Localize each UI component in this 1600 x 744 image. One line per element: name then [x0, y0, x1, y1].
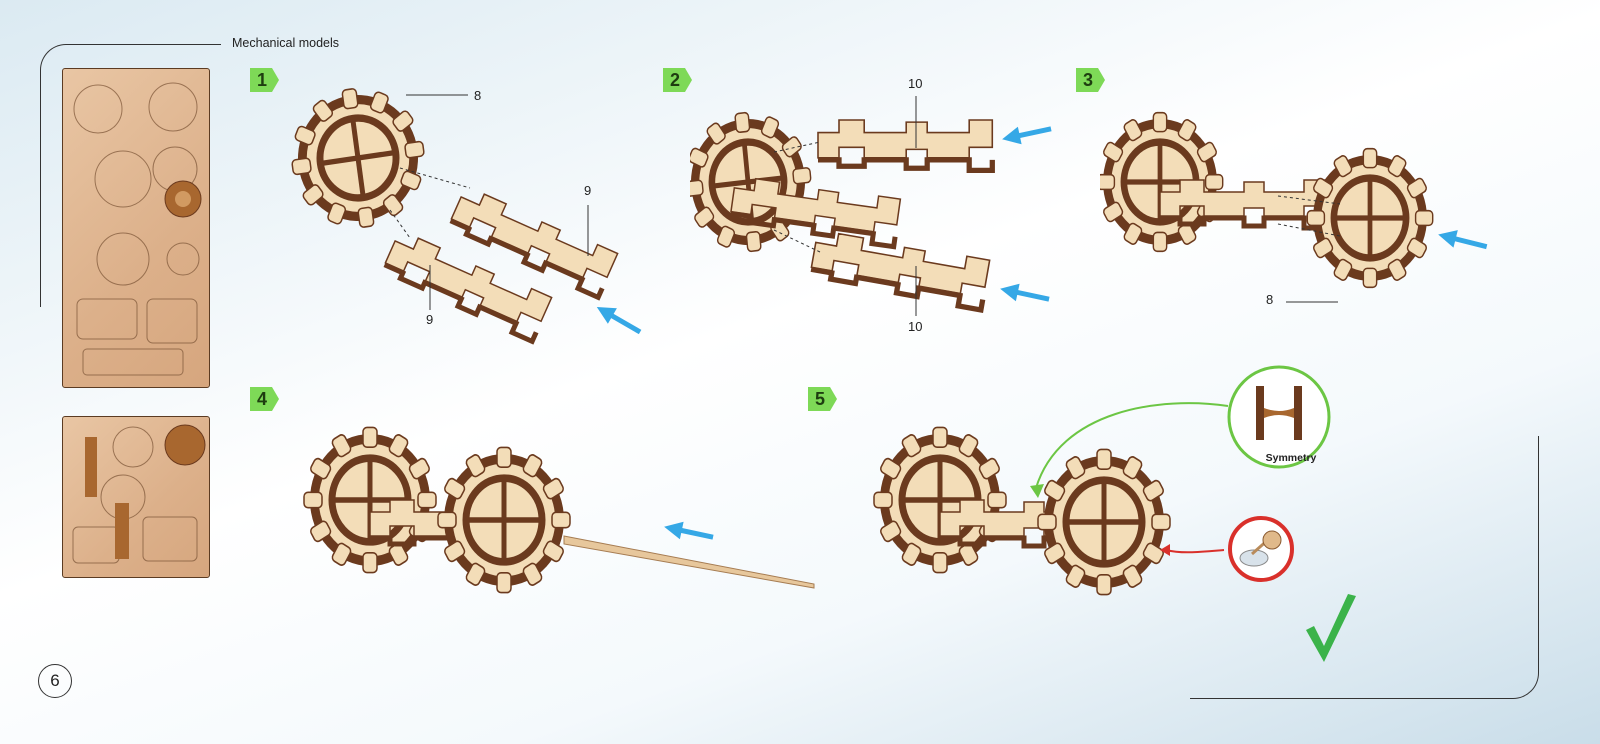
sheet-parts-icon [63, 417, 209, 577]
step-number: 4 [250, 389, 274, 410]
part-label-10-upper: 10 [908, 76, 922, 91]
part-label-8: 8 [474, 88, 481, 103]
glue-icon [1226, 514, 1296, 584]
part-label-8-step3: 8 [1266, 292, 1273, 307]
page-title: Mechanical models [232, 36, 339, 50]
plywood-sheet-highlight [62, 416, 210, 578]
part-label-10-lower: 10 [908, 319, 922, 334]
step-4-illustration [290, 400, 830, 640]
step-number: 3 [1076, 70, 1100, 91]
checkmark-icon [1304, 592, 1358, 666]
step-3-illustration [1100, 96, 1510, 326]
step-badge-1: 1 [250, 68, 280, 92]
step-1-illustration [280, 70, 660, 360]
sheet-cutouts-icon [63, 69, 209, 387]
symmetry-label: Symmetry [1251, 452, 1331, 464]
part-label-9-upper: 9 [584, 183, 591, 198]
step-badge-3: 3 [1076, 68, 1106, 92]
page-number: 6 [38, 664, 72, 698]
part-label-9-lower: 9 [426, 312, 433, 327]
step-number: 1 [250, 70, 274, 91]
step-badge-2: 2 [663, 68, 693, 92]
plywood-sheet-full [62, 68, 210, 388]
step-badge-4: 4 [250, 387, 280, 411]
step-number: 2 [663, 70, 687, 91]
step-2-illustration [690, 90, 1070, 330]
